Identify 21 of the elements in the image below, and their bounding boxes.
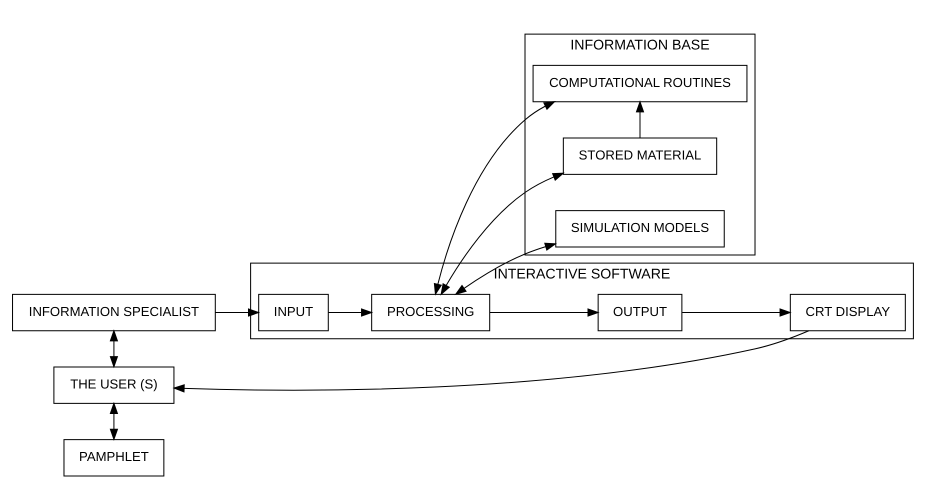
node-box: COMPUTATIONAL ROUTINES [532, 64, 748, 102]
node-box: SIMULATION MODELS [555, 210, 725, 247]
arrow [682, 308, 792, 316]
arrow [490, 308, 600, 316]
arrow [636, 100, 644, 138]
node-box: INPUT [258, 293, 329, 331]
arrow [454, 242, 557, 295]
node-box: PAMPHLET [63, 438, 164, 476]
node-box: CRT DISPLAY [790, 293, 906, 331]
arrow [172, 330, 809, 392]
arrow [110, 328, 118, 368]
arrow [434, 100, 556, 296]
arrow [110, 401, 118, 440]
node-box: STORED MATERIAL [562, 137, 718, 174]
node-box: INFORMATION SPECIALIST [12, 293, 216, 331]
arrow [440, 172, 565, 296]
arrow [215, 308, 260, 316]
node-box: PROCESSING [371, 293, 490, 331]
node-box: THE USER (S) [53, 366, 174, 404]
arrow [328, 308, 374, 316]
node-box: OUTPUT [598, 293, 682, 331]
